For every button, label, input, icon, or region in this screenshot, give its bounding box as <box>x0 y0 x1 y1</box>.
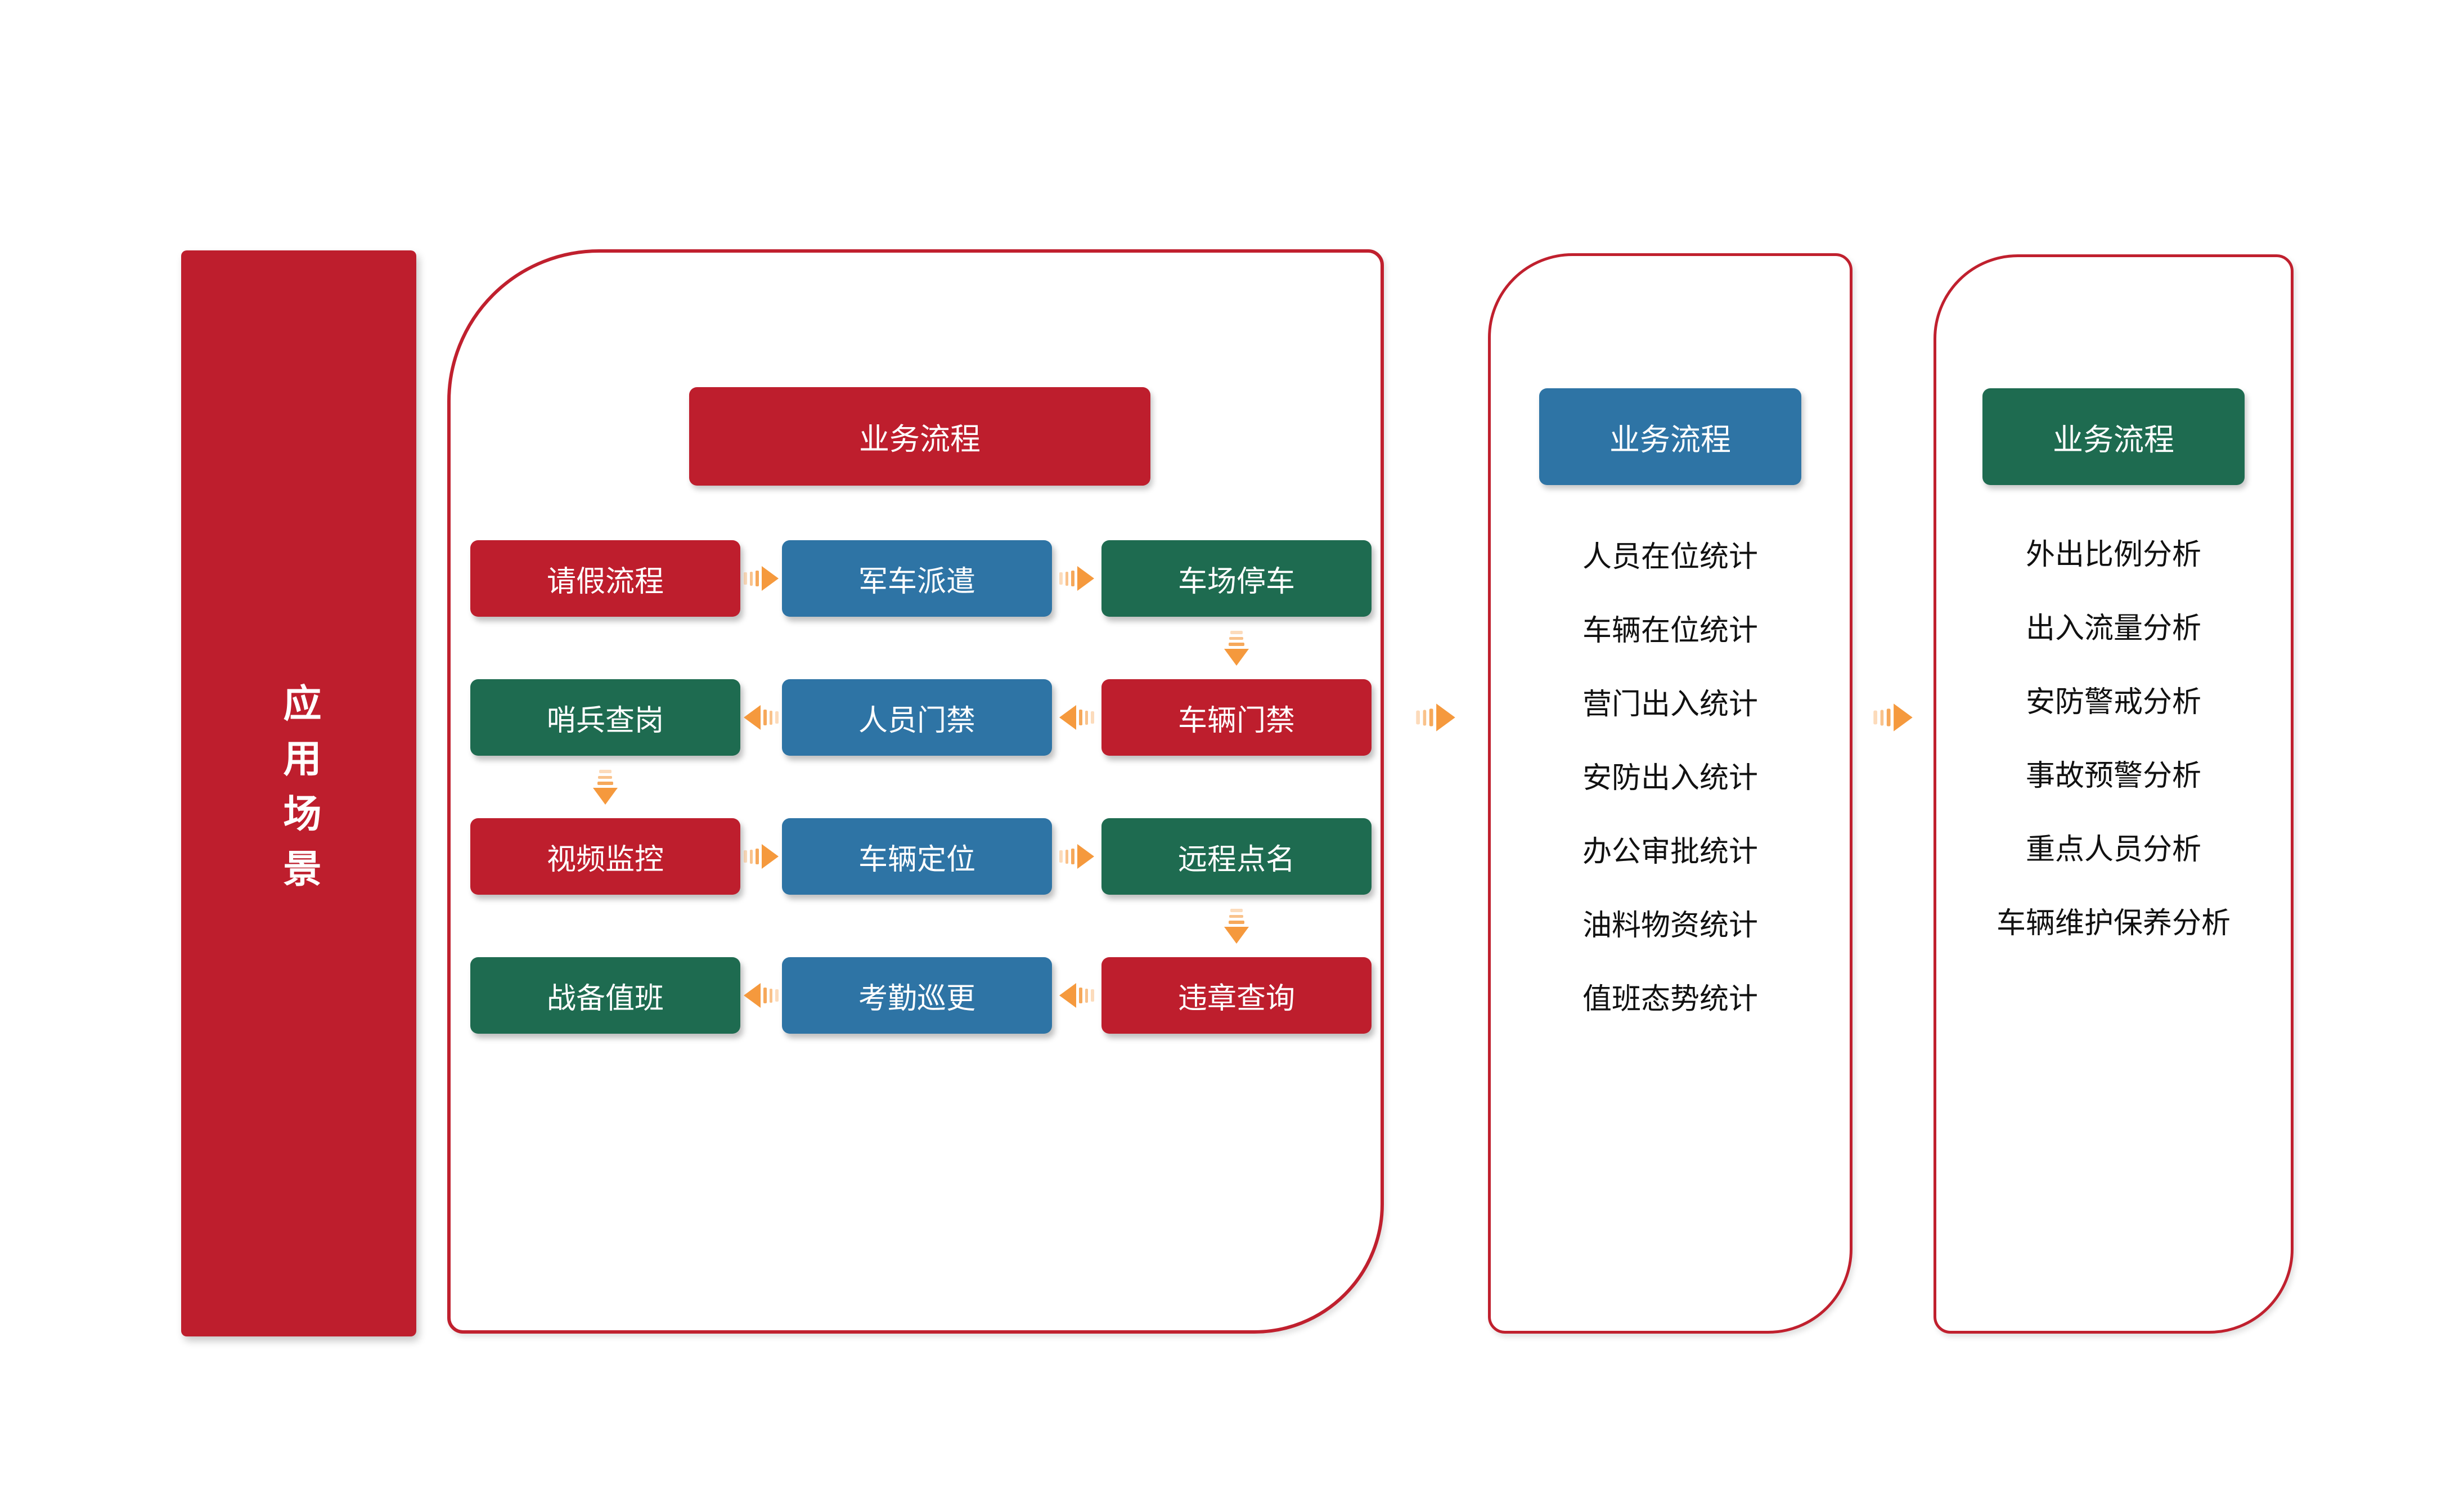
flow-arrow-down-icon <box>1224 909 1249 944</box>
flow-box-personnel-access: 人员门禁 <box>782 679 1052 756</box>
flow-box-vehicle-location: 车辆定位 <box>782 818 1052 895</box>
flow-arrow-left-icon <box>743 705 779 730</box>
flow-box-sentry-check: 哨兵查岗 <box>470 679 740 756</box>
statistics-list-item: 安防出入统计 <box>1582 762 1758 795</box>
analysis-list-item: 安防警戒分析 <box>2025 686 2201 719</box>
flow-box-combat-duty: 战备值班 <box>470 957 740 1034</box>
statistics-list-item: 办公审批统计 <box>1582 836 1758 868</box>
flow-box-vehicle-dispatch: 军车派遣 <box>782 540 1052 617</box>
statistics-panel-header: 业务流程 <box>1539 388 1801 485</box>
panel-link-arrow-icon <box>1416 703 1455 732</box>
flow-box-parking: 车场停车 <box>1101 540 1372 617</box>
statistics-list-item: 人员在位统计 <box>1582 541 1758 573</box>
analysis-list-item: 车辆维护保养分析 <box>1996 907 2231 940</box>
flow-arrow-down-icon <box>593 770 618 805</box>
analysis-list: 外出比例分析 出入流量分析 安防警戒分析 事故预警分析 重点人员分析 车辆维护保… <box>1934 515 2294 957</box>
flow-box-vehicle-access: 车辆门禁 <box>1101 679 1372 756</box>
scenario-sidebar: 应用场景 <box>181 250 416 1336</box>
panel-link-arrow-icon <box>1873 703 1913 732</box>
statistics-list-item: 值班态势统计 <box>1582 983 1758 1016</box>
statistics-list-item: 车辆在位统计 <box>1582 614 1758 647</box>
flow-arrow-right-icon <box>1059 844 1095 869</box>
statistics-list-item: 营门出入统计 <box>1582 688 1758 721</box>
statistics-list-item: 油料物资统计 <box>1582 909 1758 942</box>
flow-arrow-down-icon <box>1224 631 1249 666</box>
flow-arrow-right-icon <box>744 844 779 869</box>
flow-box-remote-rollcall: 远程点名 <box>1101 818 1372 895</box>
flow-arrow-left-icon <box>1059 705 1094 730</box>
analysis-list-item: 出入流量分析 <box>2025 612 2201 645</box>
flow-box-attendance-patrol: 考勤巡更 <box>782 957 1052 1034</box>
flow-box-video-monitor: 视频监控 <box>470 818 740 895</box>
analysis-list-item: 重点人员分析 <box>2025 833 2201 866</box>
flow-arrow-left-icon <box>1059 983 1094 1008</box>
analysis-list-item: 外出比例分析 <box>2025 539 2201 571</box>
flow-arrow-right-icon <box>1059 566 1095 591</box>
flow-arrow-left-icon <box>743 983 779 1008</box>
scenario-sidebar-label: 应用场景 <box>277 683 320 904</box>
statistics-list: 人员在位统计 车辆在位统计 营门出入统计 安防出入统计 办公审批统计 油料物资统… <box>1488 517 1853 1033</box>
analysis-list-item: 事故预警分析 <box>2025 760 2201 792</box>
flow-box-violation-query: 违章查询 <box>1101 957 1372 1034</box>
flow-box-leave-process: 请假流程 <box>470 540 740 617</box>
flow-arrow-right-icon <box>744 566 779 591</box>
analysis-panel-header: 业务流程 <box>1982 388 2245 485</box>
process-panel-header: 业务流程 <box>689 387 1150 486</box>
